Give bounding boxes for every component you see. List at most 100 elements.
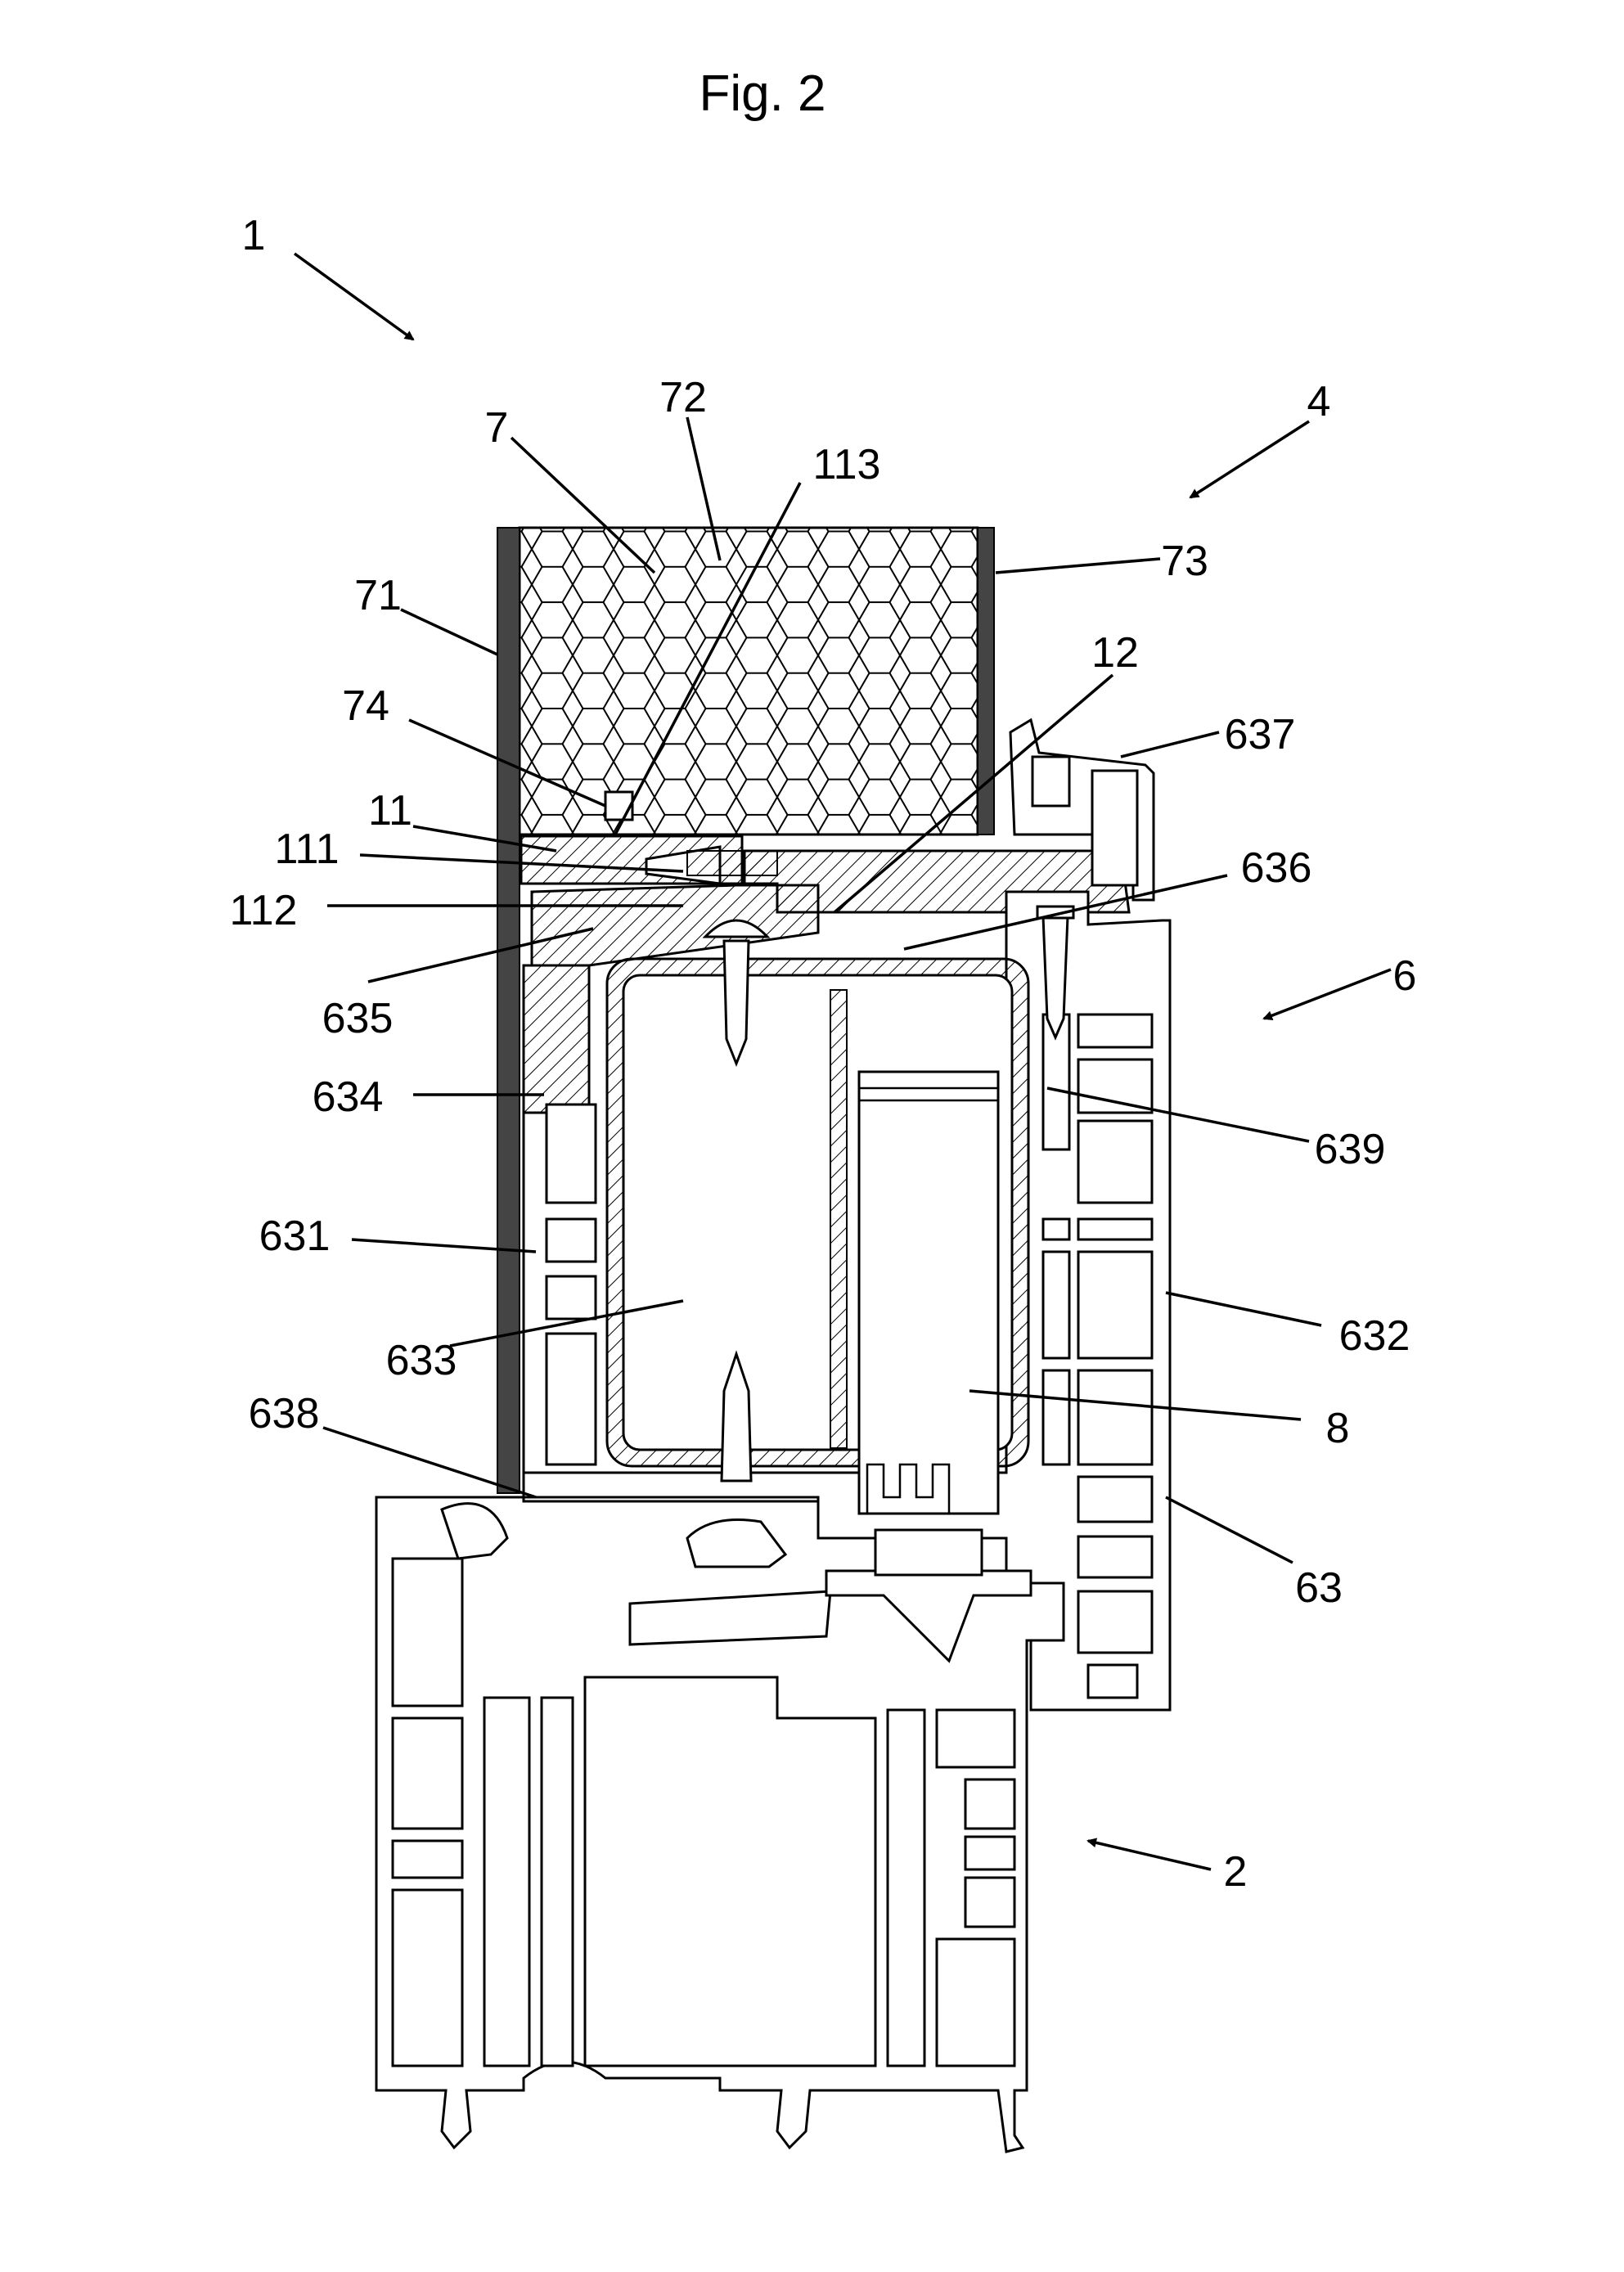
frame-chamber [886, 1708, 926, 2067]
chamber [545, 1332, 597, 1466]
label-8: 8 [1326, 1405, 1350, 1452]
hardware-block [874, 1528, 983, 1577]
label-4: 4 [1307, 378, 1331, 425]
label-113: 113 [813, 441, 881, 488]
leader-74 [408, 718, 606, 808]
frame-chamber [391, 1888, 464, 2067]
reference-labels: 1 4 6 2 7 72 113 73 71 12 637 74 11 111 … [230, 212, 1417, 1896]
label-72: 72 [659, 374, 707, 421]
outer-skin-71 [497, 527, 520, 1494]
chamber [1077, 1119, 1154, 1204]
leader-637 [1120, 731, 1220, 758]
figure-title: Fig. 2 [699, 65, 825, 122]
chamber [1086, 1663, 1139, 1699]
bottom-gasket [686, 1518, 788, 1568]
chamber [1041, 1250, 1071, 1360]
label-74: 74 [342, 682, 389, 730]
frame-chamber [964, 1835, 1016, 1871]
chamber [545, 1103, 597, 1204]
label-638: 638 [249, 1390, 320, 1437]
glazing-bead-637 [1009, 718, 1155, 902]
leader-8 [969, 1389, 1302, 1421]
frame-chamber [391, 1839, 464, 1879]
chamber [1077, 1250, 1154, 1360]
insert-teeth [866, 1463, 951, 1514]
screws [702, 905, 1075, 1482]
leader-639 [1046, 1087, 1310, 1143]
drainage-channel [628, 1590, 832, 1646]
chamber [545, 1275, 597, 1320]
chamber [1077, 1369, 1154, 1466]
leader-2 [1086, 1838, 1212, 1871]
frame-chamber [964, 1778, 1016, 1830]
label-634: 634 [313, 1073, 384, 1121]
chamber [545, 1217, 597, 1263]
leader-11 [412, 825, 557, 853]
leader-7 [510, 436, 656, 574]
label-73: 73 [1161, 538, 1208, 585]
drip-plate [825, 1569, 1032, 1663]
web-634 [522, 964, 591, 1114]
frame-main-chamber [583, 1676, 877, 2067]
leader-113 [614, 482, 802, 835]
screw-head [1036, 905, 1075, 920]
label-632: 632 [1339, 1312, 1410, 1360]
label-12: 12 [1091, 629, 1139, 677]
gasket-left [440, 1502, 509, 1560]
frame-chamber [964, 1876, 1016, 1928]
label-71: 71 [354, 572, 402, 619]
frame-chamber [540, 1696, 574, 2067]
chamber [1077, 1475, 1154, 1523]
chamber [1041, 1369, 1071, 1466]
label-111: 111 [274, 826, 339, 873]
leader-636 [903, 874, 1228, 951]
leader-111 [359, 853, 684, 873]
frame-chamber [935, 1937, 1016, 2067]
screw-thread [722, 939, 750, 1068]
label-63: 63 [1295, 1564, 1343, 1612]
connector-635 [530, 884, 820, 967]
chamber [1077, 1217, 1154, 1241]
insert-body [857, 1070, 1000, 1515]
leader-72 [686, 416, 722, 561]
label-1: 1 [242, 212, 266, 259]
label-633: 633 [386, 1337, 457, 1384]
label-636: 636 [1241, 844, 1312, 892]
chamber [1077, 1535, 1154, 1579]
bead-chamber [1091, 769, 1139, 887]
leader-73 [995, 557, 1161, 574]
screw-thread [1041, 915, 1069, 1041]
label-112: 112 [230, 887, 298, 934]
leader-71 [400, 608, 498, 656]
inner-skin-73 [977, 527, 995, 835]
label-11: 11 [368, 787, 412, 835]
leader-63 [1165, 1496, 1293, 1564]
reinforcement-web [830, 989, 848, 1449]
chamber [1077, 1590, 1154, 1654]
leader-633 [449, 1299, 684, 1347]
label-639: 639 [1315, 1126, 1386, 1173]
bead-chamber [1031, 755, 1071, 808]
leader-638 [322, 1426, 537, 1499]
chamber [1077, 1013, 1154, 1049]
label-635: 635 [322, 995, 394, 1042]
label-2: 2 [1224, 1848, 1248, 1896]
label-631: 631 [259, 1212, 331, 1260]
leader-12 [833, 673, 1114, 914]
leader-1 [293, 252, 415, 341]
leader-lines [293, 252, 1392, 1871]
insert-8 [857, 1070, 1000, 1515]
label-7: 7 [485, 404, 509, 452]
frame-chamber [935, 1708, 1016, 1769]
frame-chamber [483, 1696, 531, 2067]
frame-chamber [391, 1716, 464, 1830]
leader-4 [1189, 420, 1310, 499]
screw-head [702, 919, 771, 938]
leader-631 [351, 1238, 537, 1253]
leader-632 [1165, 1291, 1322, 1327]
screw-thread [720, 1350, 753, 1482]
chamber [1041, 1217, 1071, 1241]
frame-profile-2 [375, 1496, 1065, 2153]
leader-635 [367, 927, 594, 983]
